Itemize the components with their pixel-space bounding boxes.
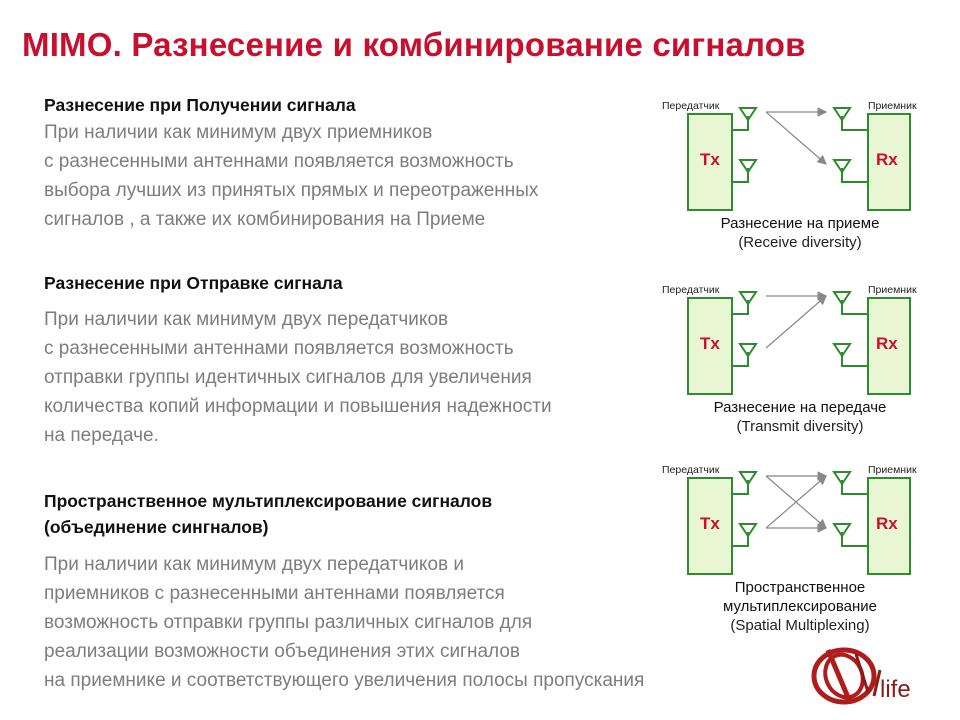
- rx-box: [867, 113, 911, 211]
- rx-antenna-icon: [832, 523, 852, 538]
- section-body-receive: При наличии как минимум двух приемников …: [44, 118, 538, 234]
- caption-line: (Transmit diversity): [736, 418, 864, 435]
- rx-antenna-feed: [841, 532, 868, 547]
- body-line: отправки группы идентичных сигналов для …: [44, 367, 532, 388]
- diagram-transmit-diversity: Передатчик Приемник Tx Rx Разнесение на …: [650, 282, 950, 472]
- tx-label: Передатчик: [662, 100, 720, 112]
- tx-label: Передатчик: [662, 464, 720, 476]
- body-line: выбора лучших из принятых прямых и перео…: [44, 180, 539, 201]
- tx-antenna-icon: [738, 343, 758, 358]
- section-heading-receive: Разнесение при Получении сигнала: [44, 92, 356, 118]
- page-title: MIMO. Разнесение и комбинирование сигнал…: [22, 26, 806, 63]
- caption-line: Разнесение на приеме: [720, 215, 880, 232]
- diagram-caption: Разнесение на приеме (Receive diversity): [650, 214, 950, 252]
- body-line: на приемнике и соответствующего увеличен…: [44, 670, 645, 691]
- heading-line: Пространственное мультиплексирование сиг…: [44, 491, 493, 511]
- rx-antenna-feed: [841, 480, 868, 495]
- rx-antenna-icon: [832, 107, 852, 122]
- caption-line: мультиплексирование: [723, 598, 877, 615]
- tx-antenna-icon: [738, 471, 758, 486]
- rx-antenna-feed: [841, 352, 868, 367]
- diagram-graphic: [687, 291, 911, 395]
- body-line: сигналов , а также их комбинирования на …: [44, 209, 486, 230]
- caption-line: (Spatial Multiplexing): [730, 617, 870, 634]
- signal-arrow: [765, 111, 827, 165]
- rx-box-label: Rx: [876, 514, 898, 533]
- heading-line: Разнесение при Отправке сигнала: [44, 273, 343, 293]
- rx-box: [867, 477, 911, 575]
- heading-line: Разнесение при Получении сигнала: [44, 95, 356, 115]
- tx-box-label: Tx: [700, 150, 720, 169]
- diagram-spatial-multiplexing: Передатчик Приемник Tx Rx Пространственн…: [650, 462, 950, 652]
- body-line: приемников с разнесенными антеннами появ…: [44, 583, 505, 604]
- life-logo-icon: [811, 647, 882, 705]
- caption-line: Разнесение на передаче: [713, 399, 887, 416]
- body-line: количества копий информации и повышения …: [44, 396, 552, 417]
- tx-box: [687, 113, 733, 211]
- rx-box-label: Rx: [876, 334, 898, 353]
- rx-label: Приемник: [868, 464, 917, 476]
- rx-box-label: Rx: [876, 150, 898, 169]
- body-line: с разнесенными антеннами появляется возм…: [44, 151, 514, 172]
- rx-antenna-icon: [832, 343, 852, 358]
- logo-text: life: [880, 676, 911, 703]
- diagram-caption: Разнесение на передаче (Transmit diversi…: [650, 398, 950, 436]
- tx-antenna-icon: [738, 523, 758, 538]
- tx-antenna-icon: [738, 159, 758, 174]
- tx-box: [687, 297, 733, 395]
- rx-label: Приемник: [868, 284, 917, 296]
- body-line: возможность отправки группы различных си…: [44, 612, 533, 633]
- rx-antenna-icon: [832, 159, 852, 174]
- diagram-caption: Пространственное мультиплексирование (Sp…: [650, 578, 950, 635]
- tx-label: Передатчик: [662, 284, 720, 296]
- caption-line: Пространственное: [734, 579, 866, 596]
- rx-antenna-feed: [841, 168, 868, 183]
- signal-arrow: [765, 295, 827, 349]
- tx-antenna-icon: [738, 107, 758, 122]
- body-line: При наличии как минимум двух передатчико…: [44, 309, 449, 330]
- body-line: реализации возможности объединения этих …: [44, 641, 521, 662]
- body-line: на передаче.: [44, 425, 159, 446]
- tx-box: [687, 477, 733, 575]
- tx-box-label: Tx: [700, 334, 720, 353]
- body-line: с разнесенными антеннами появляется возм…: [44, 338, 514, 359]
- section-body-multiplexing: При наличии как минимум двух передатчико…: [44, 550, 644, 695]
- section-body-transmit: При наличии как минимум двух передатчико…: [44, 305, 552, 450]
- rx-antenna-feed: [841, 300, 868, 315]
- heading-line: (объединение сингналов): [44, 517, 269, 537]
- rx-box: [867, 297, 911, 395]
- body-line: При наличии как минимум двух передатчико…: [44, 554, 464, 575]
- diagram-graphic: [687, 107, 911, 211]
- rx-antenna-icon: [832, 471, 852, 486]
- signal-arrow: [765, 475, 827, 529]
- diagram-receive-diversity: Передатчик Приемник Tx Rx Разнесение на …: [650, 98, 950, 288]
- caption-line: (Receive diversity): [738, 234, 862, 251]
- tx-antenna-icon: [738, 291, 758, 306]
- tx-box-label: Tx: [700, 514, 720, 533]
- rx-antenna-feed: [841, 116, 868, 131]
- section-heading-transmit: Разнесение при Отправке сигнала: [44, 270, 343, 296]
- body-line: При наличии как минимум двух приемников: [44, 122, 433, 143]
- section-heading-multiplexing: Пространственное мультиплексирование сиг…: [44, 488, 492, 540]
- rx-label: Приемник: [868, 100, 917, 112]
- rx-antenna-icon: [832, 291, 852, 306]
- diagram-graphic: [687, 471, 911, 575]
